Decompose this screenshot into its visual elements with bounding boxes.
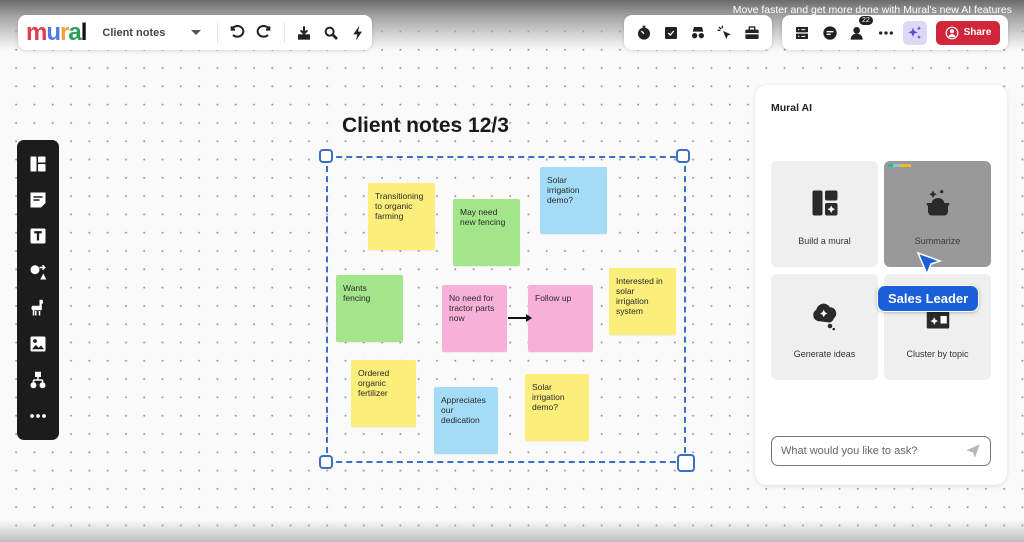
text-icon[interactable] — [27, 225, 49, 247]
connector-arrow[interactable] — [508, 314, 532, 322]
resize-handle-top-left[interactable] — [319, 149, 333, 163]
generate-ideas-cloud-icon — [812, 303, 836, 331]
selection-box[interactable] — [326, 156, 686, 463]
collaborator-indicator — [888, 164, 911, 167]
ask-placeholder: What would you like to ask? — [781, 445, 918, 457]
divider — [216, 22, 218, 43]
private-mode-icon[interactable] — [687, 22, 708, 44]
outline-icon[interactable] — [791, 22, 813, 44]
collaborator-cursor-label: Sales Leader — [877, 285, 980, 312]
more-tools-icon[interactable] — [27, 405, 49, 427]
card-label: Cluster by topic — [906, 349, 969, 359]
shapes-icon[interactable] — [27, 261, 49, 283]
sticky-note[interactable]: May need new fencing — [453, 199, 520, 266]
add-user-icon — [945, 26, 959, 39]
ai-sparkle-button[interactable] — [903, 20, 927, 45]
divider — [283, 22, 285, 43]
promo-banner: Move faster and get more done with Mural… — [732, 4, 1012, 16]
sticky-note[interactable]: Ordered organic fertilizer — [351, 360, 416, 427]
resize-handle-bottom-right[interactable] — [677, 454, 695, 472]
chevron-down-icon[interactable] — [190, 30, 201, 35]
board-title[interactable]: Client notes 12/3 — [342, 114, 509, 137]
sticky-note[interactable]: Wants fencing — [336, 275, 403, 342]
build-mural-card[interactable]: Build a mural — [771, 161, 878, 267]
llama-icon[interactable] — [27, 297, 49, 319]
ai-panel-title: Mural AI — [771, 102, 813, 114]
summarize-pot-icon — [926, 190, 949, 216]
share-label: Share — [963, 27, 992, 38]
sticky-note[interactable]: Solar irrigation demo? — [525, 374, 589, 441]
bottom-shade — [0, 520, 1024, 542]
collaborator-count-badge: 22 — [858, 14, 874, 26]
document-title[interactable]: Client notes — [102, 26, 166, 39]
search-icon[interactable] — [321, 22, 342, 44]
summarize-card[interactable]: Summarize — [884, 161, 991, 267]
more-options-icon[interactable] — [875, 22, 897, 44]
sticky-note[interactable]: Appreciates our dedication — [434, 387, 498, 454]
lightning-icon[interactable] — [348, 22, 369, 44]
collaborator-cursor-icon — [916, 251, 943, 276]
share-button[interactable]: Share — [936, 20, 1000, 45]
card-label: Build a mural — [798, 236, 851, 246]
redo-icon[interactable] — [254, 22, 275, 44]
sticky-note[interactable]: Transitioning to organic farming — [368, 183, 435, 250]
sticky-note-icon[interactable] — [27, 189, 49, 211]
sticky-note[interactable]: Interested in solar irrigation system — [609, 268, 676, 335]
sticky-note[interactable]: No need for tractor parts now — [442, 285, 507, 352]
card-label: Generate ideas — [793, 349, 856, 359]
undo-icon[interactable] — [227, 22, 248, 44]
card-label: Summarize — [914, 236, 961, 246]
collaborators-icon[interactable]: 22 — [847, 14, 874, 44]
top-toolbar-right: 22 Share — [782, 14, 1008, 50]
sticky-note[interactable]: Solar irrigation demo? — [540, 167, 607, 234]
download-icon[interactable] — [294, 22, 315, 44]
generate-ideas-card[interactable]: Generate ideas — [771, 274, 878, 380]
ai-ask-input[interactable]: What would you like to ask? — [771, 436, 991, 466]
resize-handle-top-right[interactable] — [676, 149, 690, 163]
resize-handle-bottom-left[interactable] — [319, 455, 333, 469]
toolbox-icon[interactable] — [742, 22, 763, 44]
left-tool-rail — [17, 140, 59, 440]
sticky-note[interactable]: Follow up — [528, 285, 593, 352]
diagram-icon[interactable] — [27, 369, 49, 391]
image-icon[interactable] — [27, 333, 49, 355]
templates-icon[interactable] — [27, 153, 49, 175]
timer-icon[interactable] — [633, 22, 654, 44]
comment-icon[interactable] — [819, 22, 841, 44]
cursor-click-icon[interactable] — [715, 22, 736, 44]
send-icon[interactable] — [965, 443, 981, 459]
voting-checkbox-icon[interactable] — [660, 22, 681, 44]
top-toolbar-middle — [624, 15, 772, 50]
build-mural-icon — [812, 190, 837, 216]
